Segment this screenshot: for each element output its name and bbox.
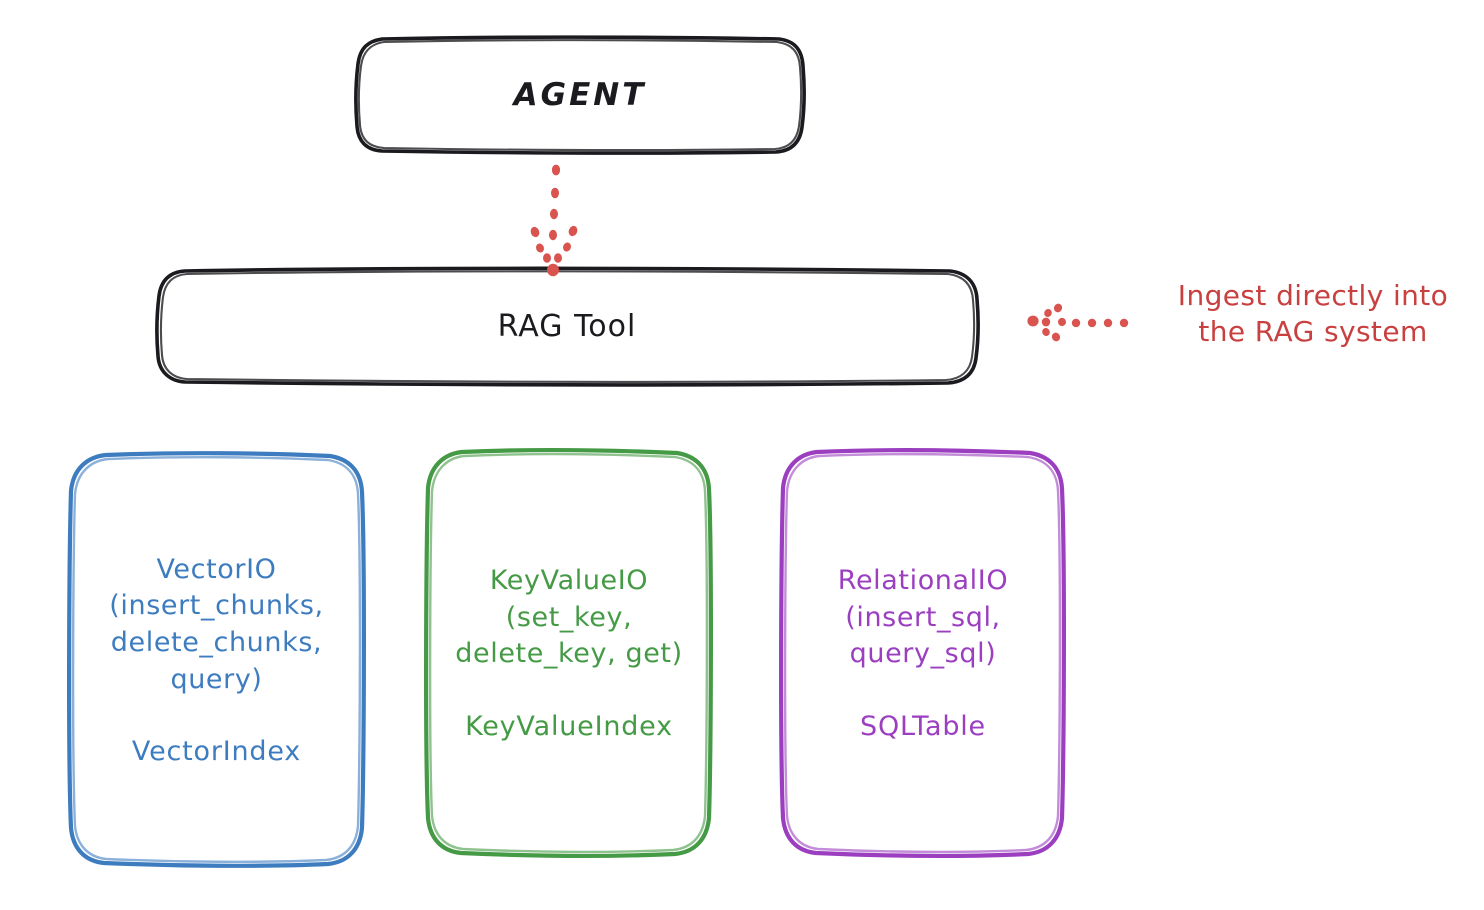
key-value-io-box-outline [424,448,713,858]
key-value-index-label: KeyValueIndex [465,711,673,743]
vector-io-node[interactable]: VectorIO (insert_chunks, delete_chunks, … [70,453,363,866]
rag-tool-label: RAG Tool [497,308,637,344]
agent-to-rag-tool-connector [530,164,578,277]
agent-node[interactable]: AGENT [357,38,803,152]
vector-io-label: VectorIO (insert_chunks, delete_chunks, … [109,553,324,695]
relational-io-label: RelationalIO (insert_sql, query_sql) [837,564,1009,670]
vector-io-box-outline [67,451,366,868]
vector-index-label: VectorIndex [131,736,302,768]
relational-io-node[interactable]: RelationalIO (insert_sql, query_sql) SQL… [783,450,1063,855]
key-value-io-label: KeyValueIO (set_key, delete_key, get) [455,564,683,670]
agent-label: AGENT [513,76,647,113]
relational-io-box-outline [779,448,1066,858]
ingest-annotation-text: Ingest directly into the RAG system [1177,279,1449,348]
sql-table-label: SQLTable [860,711,986,743]
agent-box-outline [354,35,806,155]
key-value-io-node[interactable]: KeyValueIO (set_key, delete_key, get) Ke… [428,450,710,855]
rag-tool-box-outline [155,266,980,387]
rag-tool-node[interactable]: RAG Tool [157,270,977,383]
annotation-to-rag-tool-connector [1027,303,1129,342]
